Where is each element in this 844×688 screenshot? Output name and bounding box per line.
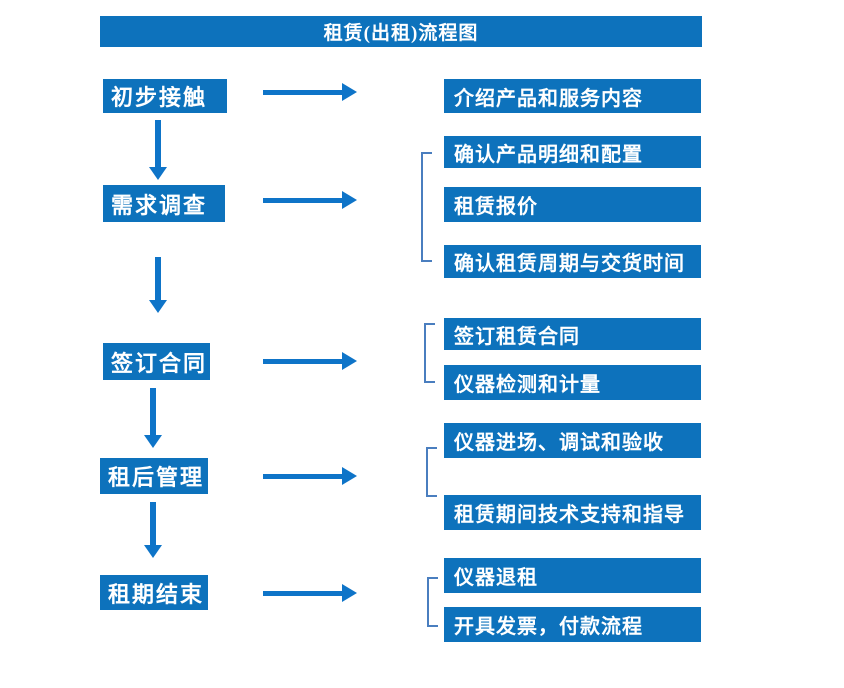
arrow-shaft: [150, 502, 156, 547]
detail-label: 仪器进场、调试和验收: [454, 432, 664, 454]
detail-box: 仪器进场、调试和验收: [444, 423, 701, 458]
detail-label: 介绍产品和服务内容: [454, 87, 643, 110]
down-arrow-icon: [149, 120, 167, 180]
arrow-head: [342, 191, 357, 209]
detail-box: 介绍产品和服务内容: [444, 79, 701, 113]
detail-label: 租赁报价: [454, 196, 538, 218]
arrow-shaft: [263, 197, 344, 203]
group-bracket: [427, 577, 438, 627]
detail-label: 确认租赁周期与交货时间: [454, 253, 685, 275]
arrow-shaft: [263, 89, 344, 95]
group-bracket: [424, 323, 435, 383]
detail-box: 确认租赁周期与交货时间: [444, 245, 701, 278]
detail-box: 签订租赁合同: [444, 318, 701, 350]
down-arrow-icon: [144, 502, 162, 558]
right-arrow-icon: [263, 467, 357, 485]
arrow-shaft: [263, 590, 344, 596]
arrow-shaft: [263, 358, 344, 364]
arrow-head: [149, 300, 167, 313]
stage-label: 租后管理: [108, 465, 205, 490]
arrow-shaft: [155, 120, 161, 169]
stage-box-lease-end: 租期结束: [100, 575, 208, 610]
down-arrow-icon: [149, 257, 167, 313]
right-arrow-icon: [263, 352, 357, 370]
arrow-head: [342, 584, 357, 602]
arrow-head: [342, 467, 357, 485]
right-arrow-icon: [263, 584, 357, 602]
flowchart-title: 租赁(出租)流程图: [100, 16, 702, 47]
detail-box: 开具发票，付款流程: [444, 607, 701, 642]
stage-label: 需求调查: [111, 192, 208, 218]
detail-box: 仪器退租: [444, 558, 701, 593]
stage-label: 初步接触: [111, 85, 208, 110]
right-arrow-icon: [263, 191, 357, 209]
detail-label: 签订租赁合同: [454, 325, 580, 348]
detail-box: 仪器检测和计量: [444, 365, 701, 400]
group-bracket: [426, 447, 437, 497]
arrow-head: [342, 352, 357, 370]
arrow-shaft: [150, 388, 156, 437]
stage-box-sign-contract: 签订合同: [103, 343, 210, 380]
detail-label: 仪器退租: [454, 567, 538, 589]
down-arrow-icon: [144, 388, 162, 448]
detail-label: 仪器检测和计量: [454, 374, 601, 396]
group-bracket: [421, 152, 432, 262]
detail-box: 租赁报价: [444, 187, 701, 222]
stage-box-demand-survey: 需求调查: [103, 185, 225, 222]
stage-box-initial-contact: 初步接触: [103, 79, 227, 113]
arrow-head: [149, 167, 167, 180]
detail-label: 租赁期间技术支持和指导: [454, 504, 685, 526]
detail-label: 开具发票，付款流程: [454, 616, 643, 638]
arrow-shaft: [263, 473, 344, 479]
detail-box: 确认产品明细和配置: [444, 136, 701, 168]
stage-box-post-rental-management: 租后管理: [100, 458, 208, 494]
arrow-head: [144, 545, 162, 558]
stage-label: 签订合同: [111, 350, 208, 376]
flowchart-title-label: 租赁(出租)流程图: [323, 23, 479, 44]
arrow-shaft: [155, 257, 161, 302]
detail-box: 租赁期间技术支持和指导: [444, 495, 701, 530]
detail-label: 确认产品明细和配置: [454, 143, 643, 166]
right-arrow-icon: [263, 83, 357, 101]
stage-label: 租期结束: [108, 581, 205, 607]
arrow-head: [144, 435, 162, 448]
arrow-head: [342, 83, 357, 101]
